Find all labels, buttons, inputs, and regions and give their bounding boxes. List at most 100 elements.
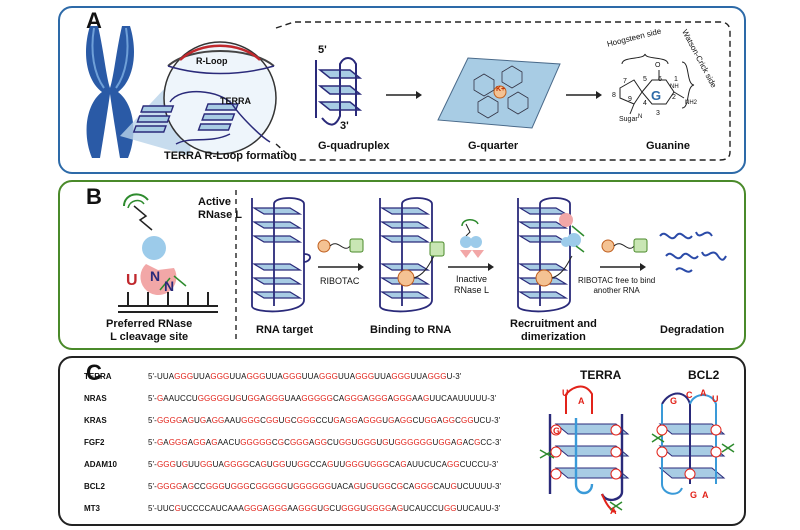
guanine-base: G xyxy=(375,416,383,425)
guanine-base: G xyxy=(320,438,328,447)
arrow-recruitment xyxy=(448,263,494,271)
guanine-base: G xyxy=(230,460,237,469)
guanine-base: G xyxy=(406,416,413,425)
atom-6: 6 xyxy=(658,76,662,83)
guanine-base: G xyxy=(312,482,319,491)
arrow-degradation xyxy=(600,263,646,271)
guanine-base: G xyxy=(331,372,338,381)
guanine-base: G xyxy=(363,438,371,447)
guanine-base: G xyxy=(169,460,176,469)
guanine-base: G xyxy=(247,394,254,403)
guanine-base: G xyxy=(422,394,430,403)
bcl2-loop-u: U xyxy=(712,394,719,404)
guanine-base: G xyxy=(261,482,269,491)
degradation-label: Degradation xyxy=(660,324,725,336)
guanine-base: G xyxy=(356,394,364,403)
guanine-base: G xyxy=(247,416,254,425)
bcl2-loop-c: C xyxy=(686,390,693,400)
guanine-base: G xyxy=(443,504,451,513)
atom-nh2: NH2 xyxy=(685,100,698,106)
guanine-base: G xyxy=(426,438,433,447)
terra-loop-u: U xyxy=(562,388,569,398)
guanine-base: G xyxy=(223,460,231,469)
seq-nras: 5'-GAAUCCUGGGGGUGUGGAGGGUAAGGGGGCAGGGAGG… xyxy=(148,394,497,403)
guanine-base: G xyxy=(303,416,310,425)
guanine-base: G xyxy=(378,504,386,513)
guanine-base: G xyxy=(156,460,164,469)
guanine-base: G xyxy=(168,438,176,447)
guanine-base: G xyxy=(318,482,325,491)
guanine-base: G xyxy=(385,504,392,513)
seq-name-terra: TERRA xyxy=(84,372,112,381)
atom-sugar: Sugar xyxy=(619,116,638,123)
guanine-base: G xyxy=(397,372,405,381)
guanine-base: G xyxy=(303,460,310,469)
guanine-base: G xyxy=(246,372,253,381)
uridine-label: U xyxy=(126,272,138,289)
guanine-base: G xyxy=(396,504,404,513)
guanine-base: G xyxy=(433,372,441,381)
guanine-base: G xyxy=(407,438,414,447)
atom-1: 1 xyxy=(674,76,678,83)
seq-name-adam10: ADAM10 xyxy=(84,460,117,469)
inactive-rnase-l-illustration xyxy=(460,219,484,258)
atom-7: 7 xyxy=(623,78,627,85)
guanine-base: G xyxy=(218,482,225,491)
potassium-ion-label: K+ xyxy=(496,86,506,93)
guanine-base: G xyxy=(255,482,262,491)
guanine-base: G xyxy=(206,460,213,469)
g-quadruplex-label: G-quadruplex xyxy=(318,140,390,152)
guanine-base: G xyxy=(318,372,326,381)
guanine-base: G xyxy=(175,416,183,425)
guanine-base: G xyxy=(181,438,188,447)
guanine-base: G xyxy=(365,482,373,491)
guanine-base: G xyxy=(419,438,427,447)
binding-illustration xyxy=(379,197,445,313)
guanine-base: G xyxy=(369,416,376,425)
guanine-base: G xyxy=(400,460,407,469)
guanine-base: G xyxy=(314,438,321,447)
guanine-base: G xyxy=(175,482,183,491)
guanine-base: G xyxy=(271,394,279,403)
guanine-base: G xyxy=(265,416,273,425)
guanine-base: G xyxy=(289,438,297,447)
guanine-base: G xyxy=(357,438,364,447)
guanine-base: G xyxy=(366,504,373,513)
guanine-base: G xyxy=(180,372,187,381)
guanine-base: G xyxy=(305,482,313,491)
guanine-base: G xyxy=(384,482,391,491)
guanine-base: G xyxy=(353,482,361,491)
guanine-base: G xyxy=(375,394,382,403)
seq-name-mt3: MT3 xyxy=(84,504,100,513)
arrow-ribotac xyxy=(318,263,364,271)
atom-o: O xyxy=(655,62,661,69)
guanine-base: G xyxy=(253,416,261,425)
bcl2-structure-title: BCL2 xyxy=(688,368,720,382)
guanine-base: G xyxy=(304,504,311,513)
active-rnase-l-illustration xyxy=(123,193,187,296)
guanine-base: G xyxy=(396,482,404,491)
panel-b-divider xyxy=(235,190,237,340)
terra-loop-a2: A xyxy=(610,506,617,516)
bcl2-loop-g: G xyxy=(670,396,678,406)
g-quadruplex-illustration xyxy=(315,57,363,126)
guanine-base: G xyxy=(295,372,302,381)
guanine-base: G xyxy=(218,416,225,425)
guanine-base: G xyxy=(424,416,431,425)
guanine-base: G xyxy=(302,438,309,447)
guanine-base: G xyxy=(474,438,481,447)
active-rnase-l-label: Active RNase L xyxy=(198,196,243,221)
guanine-base: G xyxy=(256,504,263,513)
guanine-base: G xyxy=(265,394,272,403)
recruitment-label: Recruitment and dimerization xyxy=(510,318,597,343)
guanine-base: G xyxy=(310,504,318,513)
guanine-base: G xyxy=(404,372,411,381)
guanine-base: G xyxy=(450,504,457,513)
guanine-base: G xyxy=(440,372,447,381)
guanine-base: G xyxy=(325,372,332,381)
guanine-base: G xyxy=(442,416,449,425)
guanine-base: G xyxy=(351,416,358,425)
seq-bcl2: 5'-GGGGAGCCGGGUGGGCGGGGGUGGGGGGUACAGUGUG… xyxy=(148,482,502,491)
terra-label: TERRA xyxy=(220,96,251,106)
guanine-base: G xyxy=(323,504,330,513)
